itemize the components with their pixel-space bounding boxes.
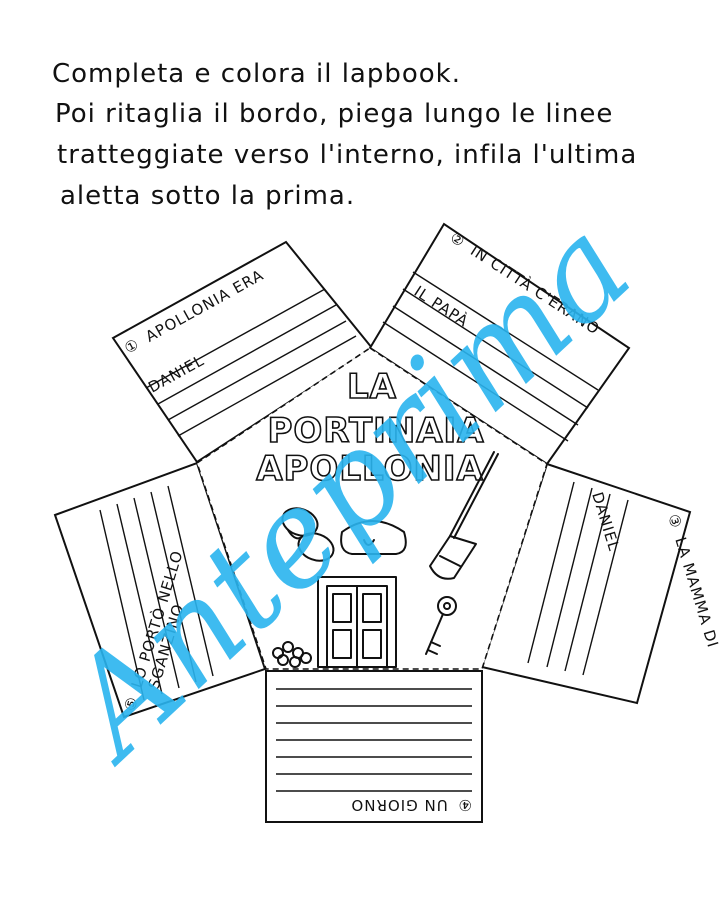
- svg-text:③ LA MAMMA DI: ③ LA MAMMA DI: [664, 512, 720, 650]
- instruction-line-3: tratteggiate verso l'interno, infila l'u…: [57, 140, 637, 170]
- cover-title-line-3: APOLLONIA: [256, 449, 484, 489]
- instruction-line-1: Completa e colora il lapbook.: [52, 59, 461, 89]
- flap-4-number: ④: [458, 796, 472, 814]
- flap-2: ② IN CITTÀ C'ERANO IL PAPÀ: [368, 222, 631, 466]
- flap-4: ④ UN GIORNO: [265, 670, 483, 823]
- flap-4-heading: UN GIORNO: [350, 796, 447, 814]
- cover-title: LA PORTINAIA APOLLONIA: [255, 366, 484, 490]
- hat-icon: [340, 520, 407, 555]
- glasses-icon: [281, 507, 335, 562]
- instruction-line-2: Poi ritaglia il bordo, piega lungo le li…: [55, 99, 613, 129]
- cover-title-line-1: LA: [347, 367, 397, 407]
- cover-pentagon: [196, 347, 548, 670]
- fold-lines: [196, 347, 548, 670]
- flap-3-number: ③: [664, 512, 685, 531]
- instruction-line-4: aletta sotto la prima.: [60, 181, 355, 211]
- flap-3-heading: LA MAMMA DI: [671, 535, 720, 650]
- flap-1: ① APOLLONIA ERA DANIEL: [111, 240, 374, 464]
- door-icon: [317, 576, 397, 668]
- flap-5-number: ⑤: [121, 694, 142, 713]
- flap-5: ⑤ LO PORTÒ NELLO SGANZINO: [53, 461, 267, 719]
- instructions: Completa e colora il lapbook. Poi ritagl…: [52, 59, 637, 211]
- key-icon: [425, 596, 457, 655]
- svg-text:④ UN GIORNO: ④ UN GIORNO: [350, 796, 472, 814]
- flowers-icon: [272, 641, 312, 668]
- cover-title-line-2: PORTINAIA: [267, 411, 484, 451]
- broom-icon: [429, 451, 499, 580]
